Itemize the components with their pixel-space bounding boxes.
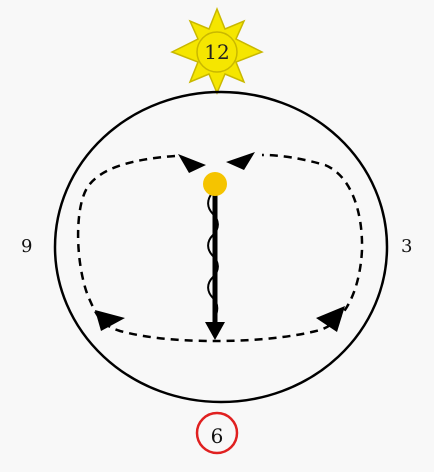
dashed-cycle-path: [76, 153, 364, 343]
arrowhead-top-left: [178, 154, 206, 173]
label-12: 12: [204, 40, 230, 64]
arrowhead-bottom-left: [95, 310, 125, 331]
wavy-line: [207, 191, 219, 321]
label-6: 6: [210, 424, 224, 448]
label-3: 3: [401, 236, 413, 257]
sun-disc: [196, 31, 238, 73]
sun-icon: [170, 6, 264, 95]
stem-arrowhead: [205, 322, 225, 340]
dot-icon: [203, 172, 227, 196]
label-9: 9: [21, 236, 33, 257]
arrowhead-top-right: [226, 152, 255, 170]
clock-face-outline: [53, 90, 389, 404]
arrowhead-bottom-right: [316, 306, 345, 332]
circle-ring-icon: [195, 411, 239, 455]
